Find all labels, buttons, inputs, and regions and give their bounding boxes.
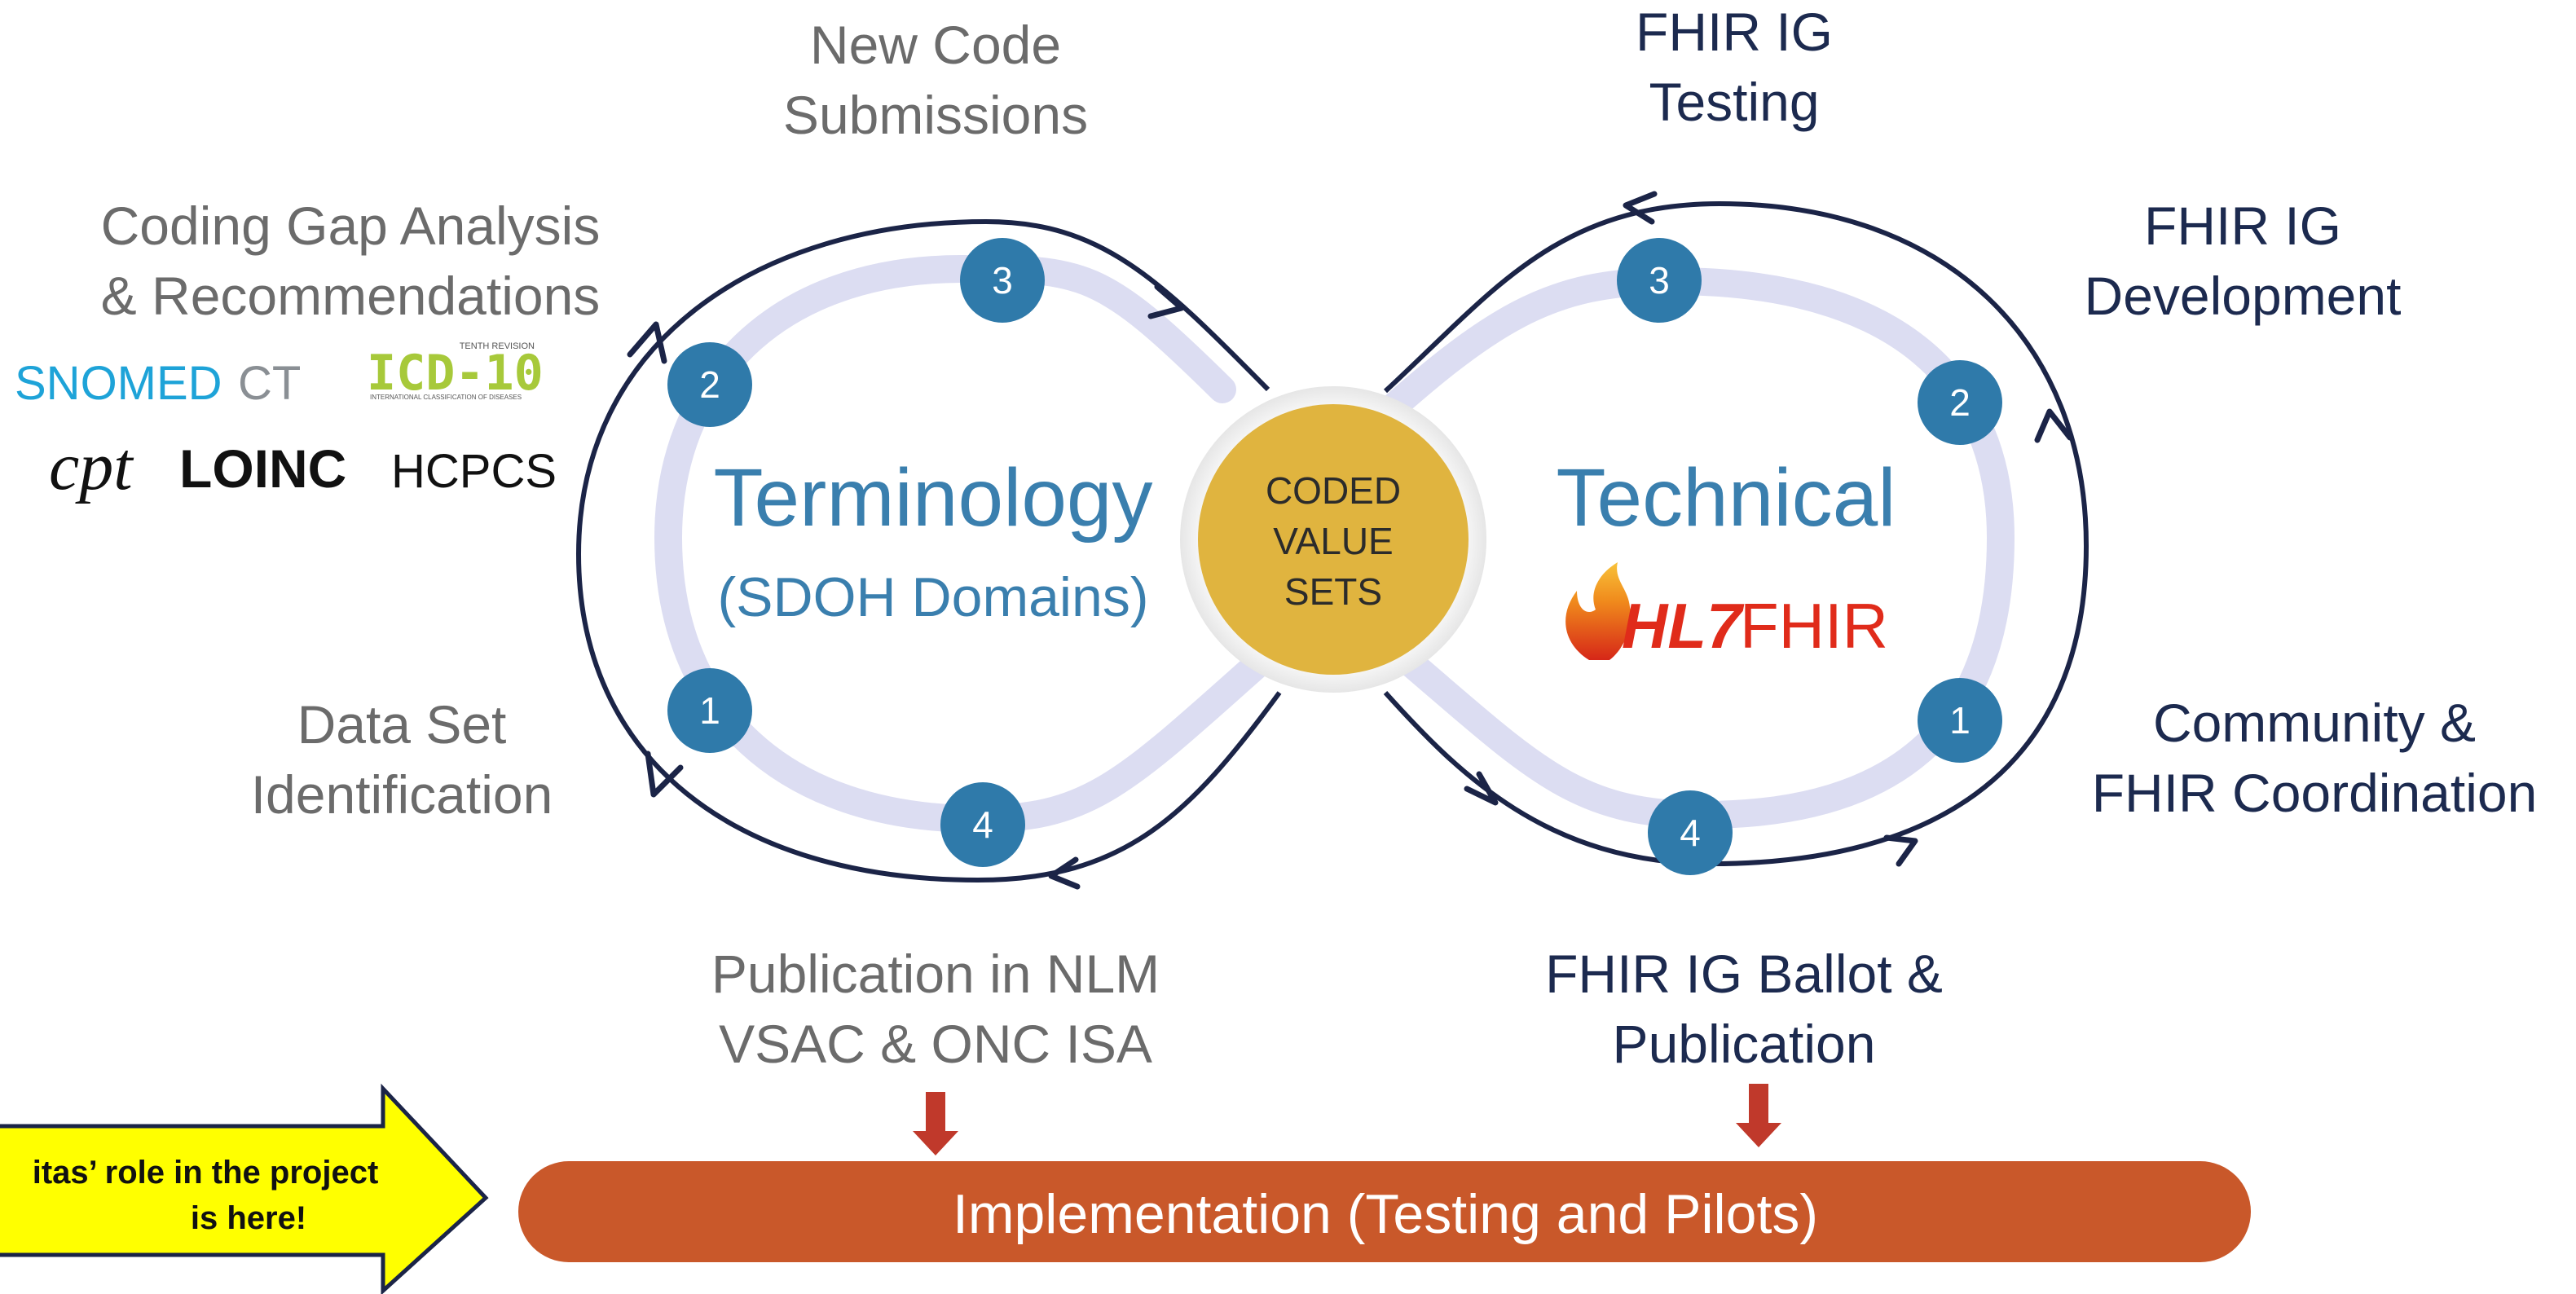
callout-line-1: itas’ role in the project: [33, 1155, 379, 1191]
arrowhead-right-top: [1623, 191, 1658, 225]
left-step-3-label-line-1: New Code: [810, 15, 1061, 75]
left-badge-4-num: 4: [972, 803, 993, 846]
arrowhead-right-upper: [2034, 408, 2073, 443]
icd10-caption: INTERNATIONAL CLASSIFICATION OF DISEASES: [370, 394, 522, 401]
right-step-3-label-line-1: FHIR IG: [1636, 2, 1833, 62]
right-loop-outline: [1383, 200, 2089, 867]
right-step-3-label-line-2: Testing: [1649, 72, 1819, 132]
core-circle: [1198, 404, 1469, 675]
right-step-4-label-line-2: Publication: [1613, 1014, 1876, 1074]
left-badge-2: [667, 342, 752, 427]
down-arrow-right-shaft: [1749, 1084, 1768, 1125]
right-step-1-label-line-1: Community &: [2153, 693, 2476, 753]
hcpcs-label: HCPCS: [391, 445, 557, 498]
callout-arrow: [0, 1083, 489, 1294]
hl7-fhir-logo: HL7 FHIR: [1565, 562, 1888, 662]
cpt-logo: cpt: [49, 429, 134, 504]
right-step-4-label-line-1: FHIR IG Ballot &: [1545, 944, 1943, 1004]
icd10-logo-text: ICD-10: [367, 345, 544, 402]
implementation-bar-label: Implementation (Testing and Pilots): [953, 1183, 1818, 1245]
left-badge-3-num: 3: [992, 259, 1013, 301]
left-step-2-label-line-2: & Recommendations: [101, 266, 601, 326]
right-step-2-label-line-1: FHIR IG: [2144, 196, 2341, 256]
right-badge-4: [1648, 790, 1733, 875]
implementation-bar: [518, 1161, 2251, 1262]
core-line-2: VALUE: [1273, 520, 1393, 562]
left-step-1-label-line-1: Data Set: [297, 694, 507, 755]
down-arrow-right-head: [1736, 1123, 1781, 1147]
left-badge-2-num: 2: [699, 363, 720, 406]
callout-line-2: is here!: [191, 1200, 306, 1236]
left-step-2-label-line-1: Coding Gap Analysis: [101, 196, 601, 256]
snomed-ct-logo: SNOMED CT: [15, 357, 301, 410]
right-step-2-label-line-2: Development: [2085, 266, 2402, 326]
core-line-1: CODED: [1266, 469, 1401, 512]
fhir-logo-text: FHIR: [1740, 590, 1888, 662]
down-arrow-left-head: [913, 1131, 958, 1155]
left-loop-title: Terminology: [713, 452, 1152, 544]
left-badge-1: [667, 668, 752, 753]
snomed-logo-text: SNOMED: [15, 357, 222, 410]
left-loop-outline: [575, 218, 1282, 883]
loinc-logo: LOINC: [179, 438, 346, 499]
loop-arrowheads: [627, 191, 2073, 890]
arrowhead-left-bottom: [1048, 856, 1081, 890]
down-arrow-left-shaft: [926, 1092, 945, 1133]
left-step-4-label-line-2: VSAC & ONC ISA: [719, 1014, 1152, 1074]
left-badge-4: [940, 782, 1025, 867]
right-badge-2-num: 2: [1949, 381, 1971, 424]
hl7-logo-text: HL7: [1622, 590, 1745, 662]
icd10-logo: TENTH REVISION ICD-10 INTERNATIONAL CLAS…: [367, 341, 544, 402]
right-loop-title: Technical: [1557, 452, 1896, 544]
arrowhead-right-lower: [1883, 834, 1918, 867]
right-badge-4-num: 4: [1680, 812, 1701, 854]
arrowhead-center-down: [1464, 771, 1499, 806]
left-badge-3: [960, 238, 1045, 323]
down-arrow-left: [913, 1092, 958, 1155]
left-step-badges: 1 2 3 4: [667, 238, 1045, 867]
left-badge-1-num: 1: [699, 689, 720, 732]
right-loop-track: [1347, 266, 2015, 830]
snomed-ct-suffix: CT: [238, 357, 301, 410]
arrowhead-left-top: [1147, 284, 1185, 319]
arrowhead-left-upper: [627, 321, 667, 364]
left-loop-subtitle: (SDOH Domains): [718, 566, 1149, 628]
right-badge-1: [1918, 678, 2002, 763]
right-badge-1-num: 1: [1949, 699, 1971, 742]
icd10-top-caption: TENTH REVISION: [460, 341, 535, 351]
flame-icon: [1565, 562, 1631, 660]
right-step-badges: 1 2 3 4: [1617, 238, 2002, 875]
right-badge-3: [1617, 238, 1702, 323]
left-step-3-label-line-2: Submissions: [783, 85, 1088, 145]
down-arrow-right: [1736, 1084, 1781, 1147]
right-badge-2: [1918, 360, 2002, 445]
right-step-1-label-line-2: FHIR Coordination: [2092, 763, 2538, 823]
right-badge-3-num: 3: [1649, 259, 1670, 301]
core-line-3: SETS: [1284, 570, 1382, 613]
left-step-1-label-line-2: Identification: [251, 764, 553, 825]
left-step-4-label-line-1: Publication in NLM: [711, 944, 1160, 1004]
arrowhead-left-lower: [645, 750, 684, 798]
